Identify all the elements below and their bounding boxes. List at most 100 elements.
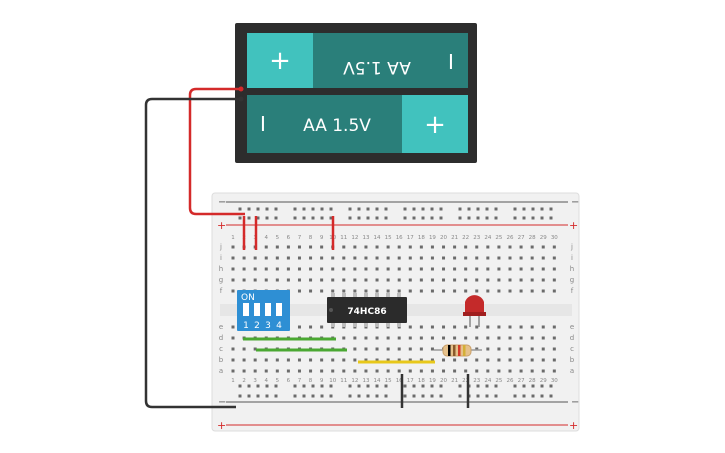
strip-hole[interactable] [309,245,313,249]
strip-hole[interactable] [430,358,434,362]
strip-hole[interactable] [541,325,545,329]
strip-hole[interactable] [275,245,279,249]
strip-hole[interactable] [475,358,479,362]
strip-hole[interactable] [264,278,268,282]
rail-hole[interactable] [384,384,388,388]
strip-hole[interactable] [442,369,446,373]
strip-hole[interactable] [519,369,523,373]
rail-hole[interactable] [293,394,297,398]
strip-hole[interactable] [486,278,490,282]
strip-hole[interactable] [475,245,479,249]
strip-hole[interactable] [331,278,335,282]
strip-hole[interactable] [508,245,512,249]
rail-hole[interactable] [256,384,260,388]
strip-hole[interactable] [408,267,412,271]
battery-pack[interactable]: + I AA 1.5V + I AA 1.5V [235,23,477,163]
strip-hole[interactable] [497,278,501,282]
strip-hole[interactable] [508,289,512,293]
strip-hole[interactable] [397,289,401,293]
strip-hole[interactable] [286,278,290,282]
rail-hole[interactable] [494,384,498,388]
strip-hole[interactable] [475,278,479,282]
strip-hole[interactable] [519,347,523,351]
strip-hole[interactable] [508,336,512,340]
strip-hole[interactable] [464,336,468,340]
strip-hole[interactable] [331,289,335,293]
strip-hole[interactable] [486,347,490,351]
strip-hole[interactable] [264,369,268,373]
rail-hole[interactable] [329,207,333,211]
strip-hole[interactable] [331,358,335,362]
strip-hole[interactable] [453,358,457,362]
rail-hole[interactable] [329,384,333,388]
strip-hole[interactable] [231,325,235,329]
strip-hole[interactable] [464,358,468,362]
strip-hole[interactable] [497,325,501,329]
strip-hole[interactable] [353,336,357,340]
rail-hole[interactable] [522,207,526,211]
strip-hole[interactable] [397,336,401,340]
strip-hole[interactable] [286,256,290,260]
strip-hole[interactable] [519,289,523,293]
strip-hole[interactable] [264,267,268,271]
black-wire-battery-to-rail[interactable] [144,97,240,409]
rail-hole[interactable] [412,207,416,211]
rail-hole[interactable] [430,207,434,211]
strip-hole[interactable] [497,369,501,373]
strip-hole[interactable] [242,278,246,282]
strip-hole[interactable] [453,336,457,340]
strip-hole[interactable] [442,325,446,329]
rail-hole[interactable] [320,384,324,388]
rail-hole[interactable] [549,207,553,211]
rail-hole[interactable] [522,216,526,220]
strip-hole[interactable] [353,358,357,362]
strip-hole[interactable] [353,267,357,271]
strip-hole[interactable] [530,267,534,271]
strip-hole[interactable] [375,278,379,282]
rail-hole[interactable] [522,394,526,398]
strip-hole[interactable] [286,358,290,362]
strip-hole[interactable] [541,336,545,340]
rail-hole[interactable] [540,207,544,211]
strip-hole[interactable] [297,358,301,362]
rail-hole[interactable] [247,216,251,220]
strip-hole[interactable] [397,245,401,249]
strip-hole[interactable] [364,256,368,260]
strip-hole[interactable] [386,289,390,293]
rail-hole[interactable] [311,394,315,398]
strip-hole[interactable] [386,245,390,249]
strip-hole[interactable] [464,267,468,271]
rail-hole[interactable] [494,394,498,398]
battery-plus-lead[interactable] [238,86,244,92]
rail-hole[interactable] [384,216,388,220]
rail-hole[interactable] [348,207,352,211]
battery-minus-lead[interactable] [238,96,244,102]
strip-hole[interactable] [320,325,324,329]
rail-hole[interactable] [494,207,498,211]
strip-hole[interactable] [464,325,468,329]
strip-hole[interactable] [508,256,512,260]
rail-hole[interactable] [366,216,370,220]
strip-hole[interactable] [541,278,545,282]
dip-switch-lever[interactable] [265,303,271,316]
rail-hole[interactable] [329,394,333,398]
strip-hole[interactable] [453,325,457,329]
rail-hole[interactable] [421,394,425,398]
rail-hole[interactable] [293,216,297,220]
strip-hole[interactable] [453,369,457,373]
rail-hole[interactable] [430,384,434,388]
strip-hole[interactable] [486,369,490,373]
strip-hole[interactable] [253,369,257,373]
strip-hole[interactable] [497,358,501,362]
rail-hole[interactable] [238,216,242,220]
rail-hole[interactable] [375,384,379,388]
strip-hole[interactable] [397,347,401,351]
strip-hole[interactable] [552,336,556,340]
strip-hole[interactable] [408,336,412,340]
strip-hole[interactable] [375,267,379,271]
strip-hole[interactable] [342,256,346,260]
strip-hole[interactable] [530,289,534,293]
strip-hole[interactable] [320,256,324,260]
strip-hole[interactable] [342,278,346,282]
